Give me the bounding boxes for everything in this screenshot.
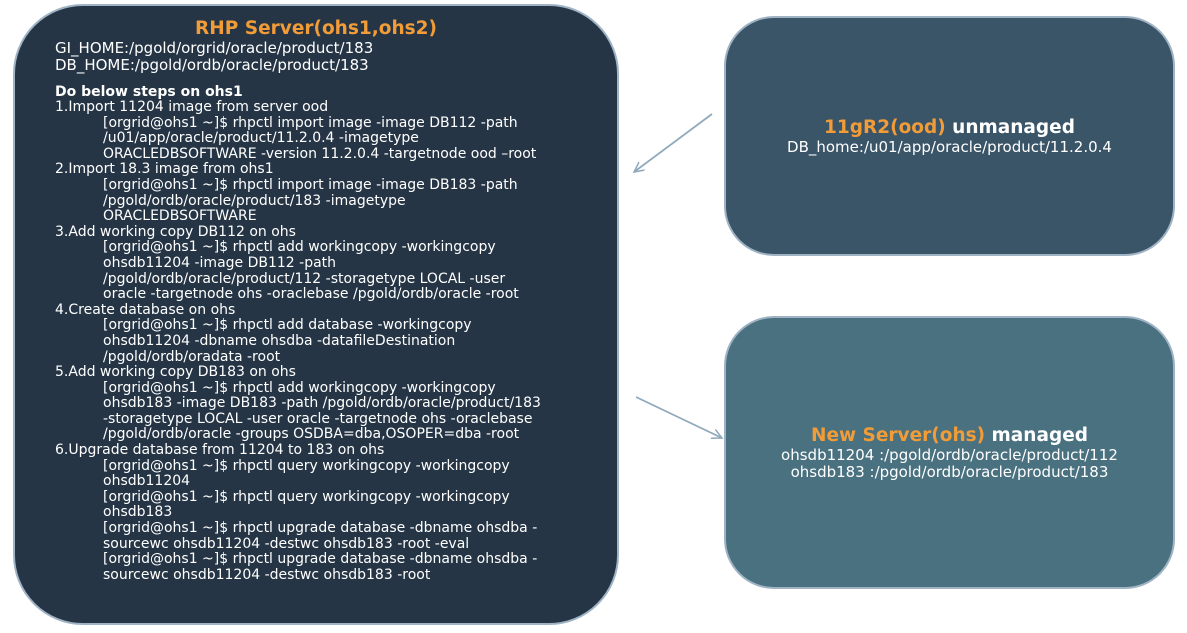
rhp-server-box: RHP Server(ohs1,ohs2) GI_HOME:/pgold/org… (13, 4, 619, 625)
new-server-box: New Server(ohs) managed ohsdb11204 :/pgo… (724, 316, 1175, 589)
old-server-db-home: DB_home:/u01/app/oracle/product/11.2.0.4 (787, 137, 1112, 156)
step-title: 4.Create database on ohs (55, 301, 236, 318)
command-line: ohsdb183 -image DB183 -path /pgold/ordb/… (103, 395, 541, 412)
command-line: [orgrid@ohs1 ~]$ rhpctl upgrade database… (103, 520, 538, 537)
rhp-server-title-text: RHP Server(ohs1,ohs2) (195, 18, 437, 39)
command-line: /pgold/ordb/oracle -groups OSDBA=dba,OSO… (103, 426, 520, 443)
command-line: [orgrid@ohs1 ~]$ rhpctl upgrade database… (103, 551, 538, 568)
command-line: ohsdb11204 -dbname ohsdba -datafileDesti… (103, 332, 456, 349)
step-title: 3.Add working copy DB112 on ohs (55, 223, 296, 240)
command-line: [orgrid@ohs1 ~]$ rhpctl import image -im… (103, 114, 518, 131)
step-title: 6.Upgrade database from 11204 to 183 on … (55, 442, 385, 459)
command-line: /u01/app/oracle/product/11.2.0.4 -imaget… (103, 130, 419, 147)
arrow-from-old-server (634, 113, 713, 172)
command-line: oracle -targetnode ohs -oraclebase /pgol… (103, 286, 519, 303)
command-line: ohsdb11204 -image DB112 -path (103, 254, 337, 271)
command-line: sourcewc ohsdb11204 -destwc ohsdb183 -ro… (103, 535, 470, 552)
new-server-home-112: ohsdb11204 :/pgold/ordb/oracle/product/1… (781, 445, 1118, 464)
step-title: 5.Add working copy DB183 on ohs (55, 364, 296, 381)
command-line: [orgrid@ohs1 ~]$ rhpctl add workingcopy … (103, 379, 496, 396)
new-server-title-name: New Server(ohs) (811, 424, 986, 446)
command-line: ohsdb11204 (103, 473, 191, 490)
db-home-path: DB_HOME:/pgold/ordb/oracle/product/183 (55, 56, 369, 74)
new-server-home-183: ohsdb183 :/pgold/ordb/oracle/product/183 (790, 462, 1109, 481)
old-server-title-name: 11gR2(ood) (824, 116, 946, 138)
arrow-to-new-server (635, 396, 722, 438)
command-line: /pgold/ordb/oradata -root (103, 348, 281, 365)
old-server-box: 11gR2(ood) unmanaged DB_home:/u01/app/or… (724, 16, 1175, 256)
old-server-title-status: unmanaged (945, 116, 1075, 138)
step-title: 2.Import 18.3 image from ohs1 (55, 161, 274, 178)
rhp-server-title: RHP Server(ohs1,ohs2) (15, 18, 617, 40)
command-line: ORACLEDBSOFTWARE (103, 208, 257, 225)
step-title: 1.Import 11204 image from server ood (55, 99, 329, 115)
command-line: -storagetype LOCAL -user oracle -targetn… (103, 410, 533, 427)
command-line: sourcewc ohsdb11204 -destwc ohsdb183 -ro… (103, 566, 431, 583)
steps-heading: Do below steps on ohs1 (55, 84, 243, 100)
gi-home-path: GI_HOME:/pgold/orgrid/oracle/product/183 (55, 39, 374, 57)
command-line: ORACLEDBSOFTWARE -version 11.2.0.4 -targ… (103, 145, 537, 162)
command-line: [orgrid@ohs1 ~]$ rhpctl add workingcopy … (103, 239, 496, 256)
command-line: [orgrid@ohs1 ~]$ rhpctl query workingcop… (103, 488, 510, 505)
command-line: [orgrid@ohs1 ~]$ rhpctl add database -wo… (103, 317, 472, 334)
command-line: /pgold/ordb/oracle/product/112 -storaget… (103, 270, 506, 287)
command-line: ohsdb183 (103, 504, 173, 521)
command-line: [orgrid@ohs1 ~]$ rhpctl query workingcop… (103, 457, 510, 474)
steps-list: 1.Import 11204 image from server ood[org… (55, 99, 617, 583)
command-line: /pgold/ordb/oracle/product/183 -imagetyp… (103, 192, 406, 209)
command-line: [orgrid@ohs1 ~]$ rhpctl import image -im… (103, 176, 518, 193)
new-server-title: New Server(ohs) managed (811, 425, 1088, 447)
new-server-title-status: managed (985, 424, 1088, 446)
old-server-title: 11gR2(ood) unmanaged (824, 117, 1075, 139)
